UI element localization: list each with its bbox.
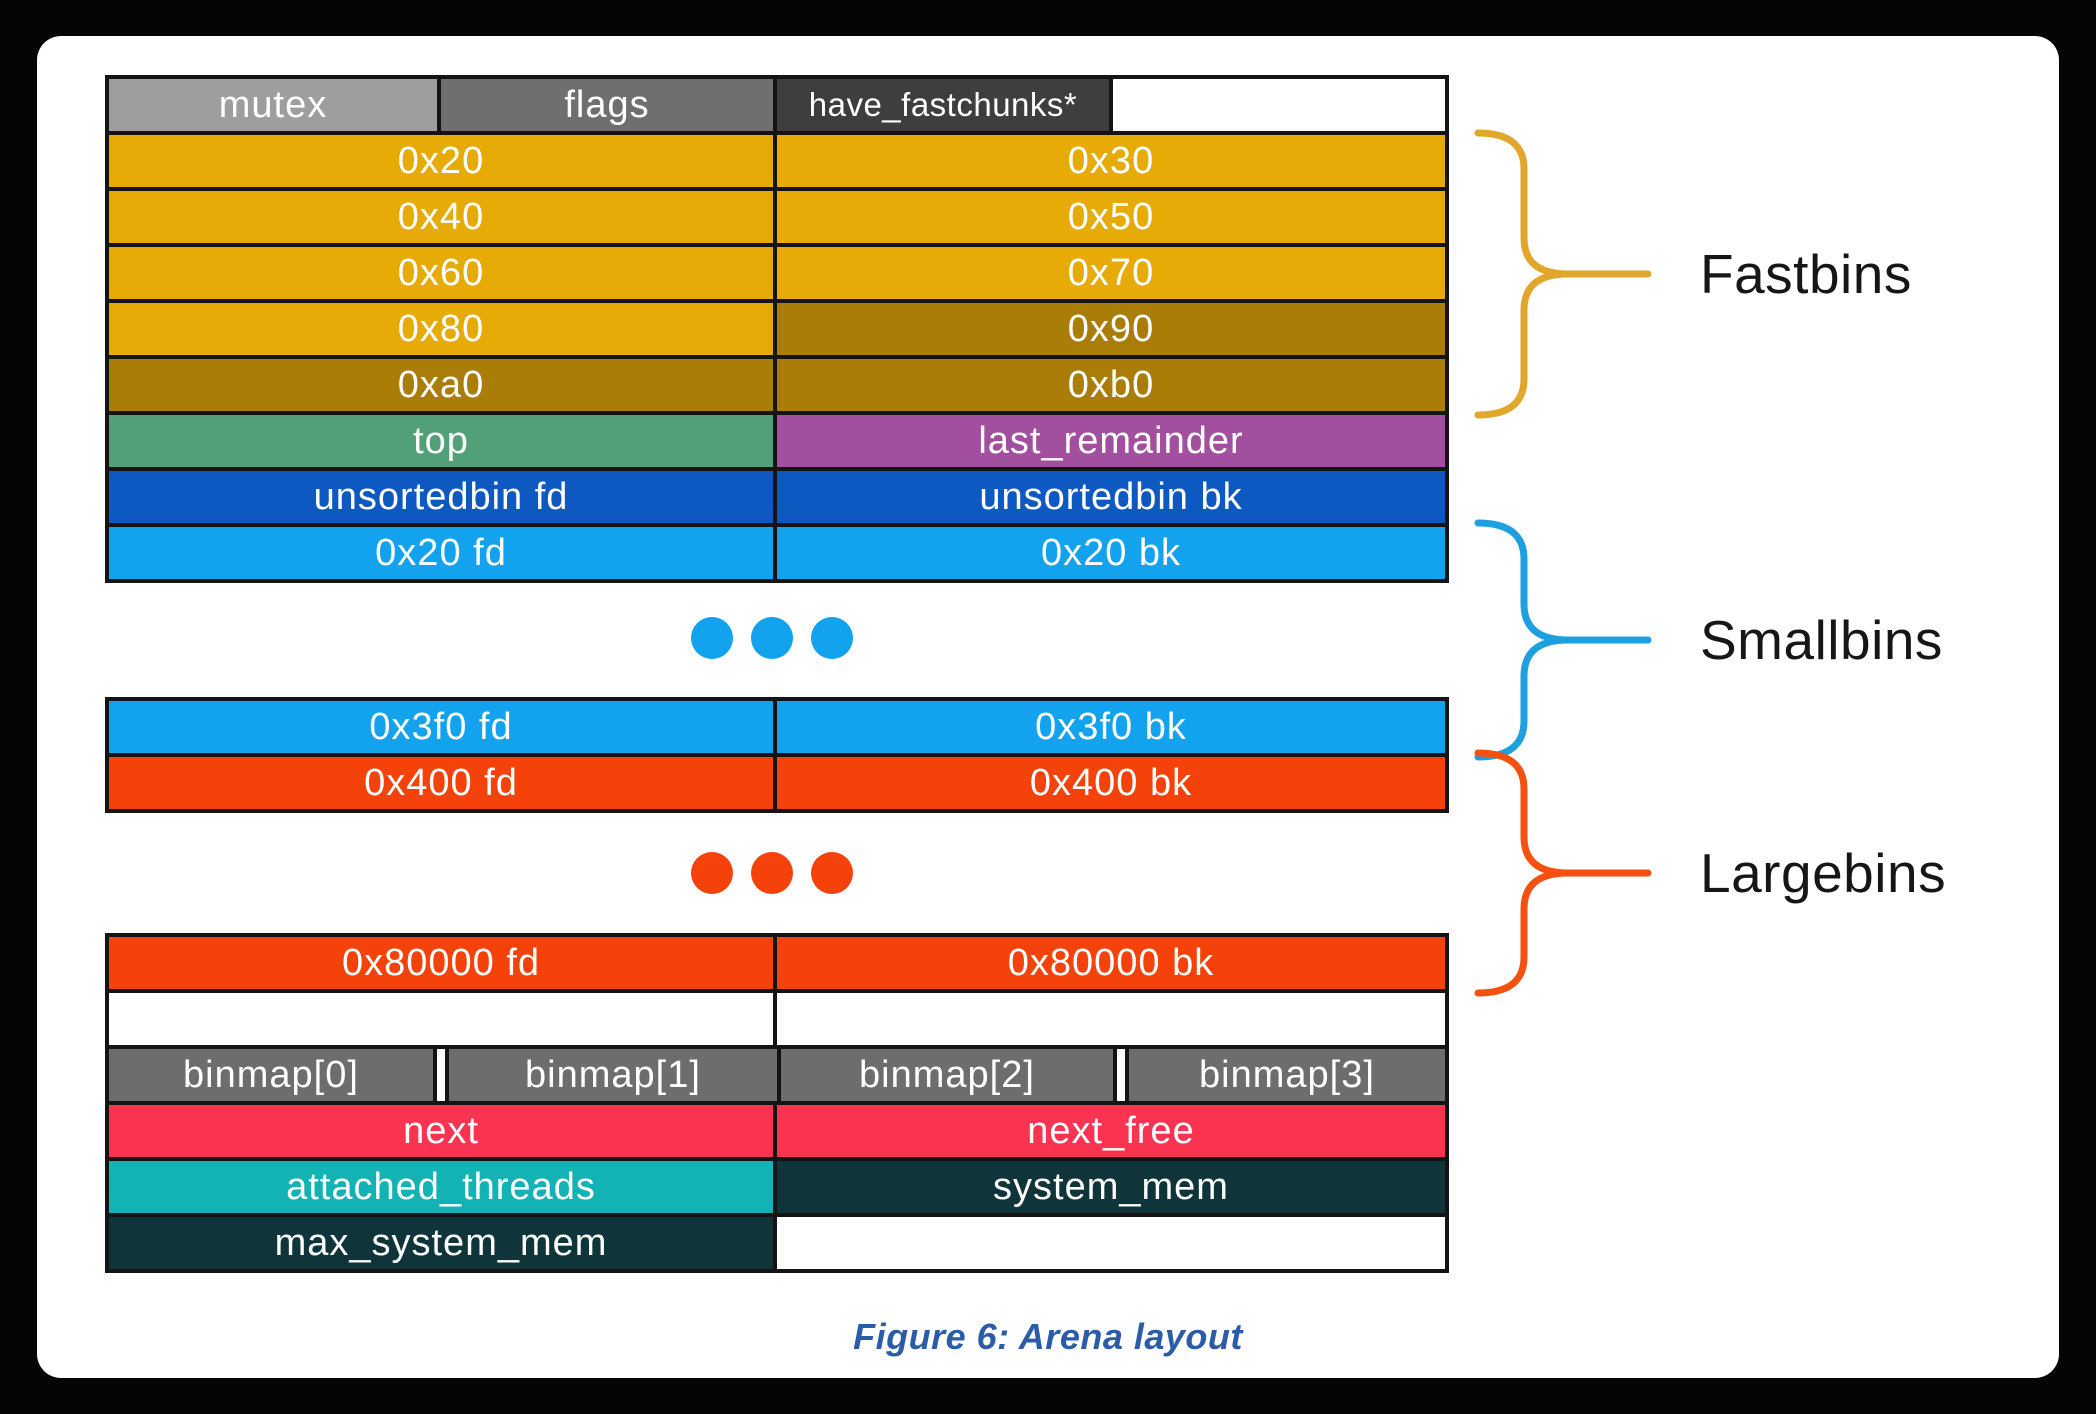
figure-caption: Figure 6: Arena layout <box>853 1316 1243 1357</box>
cell-max-system-mem: max_system_mem <box>105 1213 777 1273</box>
cell-0x80000-fd: 0x80000 fd <box>105 933 777 993</box>
table-row <box>105 989 1449 1049</box>
cell-0x80000-bk: 0x80000 bk <box>773 933 1449 993</box>
cell-binmap-2: binmap[2] <box>777 1045 1117 1105</box>
largebins-label: Largebins <box>1700 842 1947 904</box>
largebins-ellipsis-dot <box>691 852 733 894</box>
cell-0x60: 0x60 <box>105 243 777 303</box>
cell-0x30: 0x30 <box>773 131 1449 191</box>
cell-0xb0: 0xb0 <box>773 355 1449 415</box>
cell-0x400-bk: 0x400 bk <box>773 753 1449 813</box>
cell-empty <box>773 989 1449 1049</box>
largebins-ellipsis-dot <box>751 852 793 894</box>
table-row: max_system_mem <box>105 1213 1449 1273</box>
cell-have-fastchunks: have_fastchunks* <box>773 75 1113 135</box>
cell-0xa0: 0xa0 <box>105 355 777 415</box>
cell-binmap-0: binmap[0] <box>105 1045 437 1105</box>
cell-attached-threads: attached_threads <box>105 1157 777 1217</box>
cell-0x20-fd: 0x20 fd <box>105 523 777 583</box>
cell-system-mem: system_mem <box>773 1157 1449 1217</box>
cell-next-free: next_free <box>773 1101 1449 1161</box>
cell-unsortedbin-fd: unsortedbin fd <box>105 467 777 527</box>
cell-0x90: 0x90 <box>773 299 1449 359</box>
cell-top: top <box>105 411 777 471</box>
cell-mutex: mutex <box>105 75 441 135</box>
smallbins-ellipsis-dot <box>751 617 793 659</box>
cell-0x80: 0x80 <box>105 299 777 359</box>
cell-empty <box>773 1213 1449 1273</box>
cell-0x20-bk: 0x20 bk <box>773 523 1449 583</box>
smallbins-ellipsis-dot <box>691 617 733 659</box>
smallbins-ellipsis-dot <box>811 617 853 659</box>
fastbins-label: Fastbins <box>1700 243 1912 305</box>
largebins-ellipsis-dot <box>811 852 853 894</box>
cell-0x70: 0x70 <box>773 243 1449 303</box>
cell-0x20: 0x20 <box>105 131 777 191</box>
cell-binmap-3: binmap[3] <box>1125 1045 1449 1105</box>
cell-0x3f0-fd: 0x3f0 fd <box>105 697 777 757</box>
cell-flags: flags <box>437 75 777 135</box>
cell-empty <box>1109 75 1449 135</box>
table-row: binmap[0]binmap[1]binmap[2]binmap[3] <box>105 1045 1449 1105</box>
cell-next: next <box>105 1101 777 1161</box>
cell-binmap-1: binmap[1] <box>445 1045 781 1105</box>
cell-0x40: 0x40 <box>105 187 777 247</box>
cell-0x3f0-bk: 0x3f0 bk <box>773 697 1449 757</box>
cell-unsortedbin-bk: unsortedbin bk <box>773 467 1449 527</box>
cell-0x50: 0x50 <box>773 187 1449 247</box>
cell-empty <box>105 989 777 1049</box>
cell-0x400-fd: 0x400 fd <box>105 753 777 813</box>
cell-last-remainder: last_remainder <box>773 411 1449 471</box>
smallbins-label: Smallbins <box>1700 609 1943 671</box>
